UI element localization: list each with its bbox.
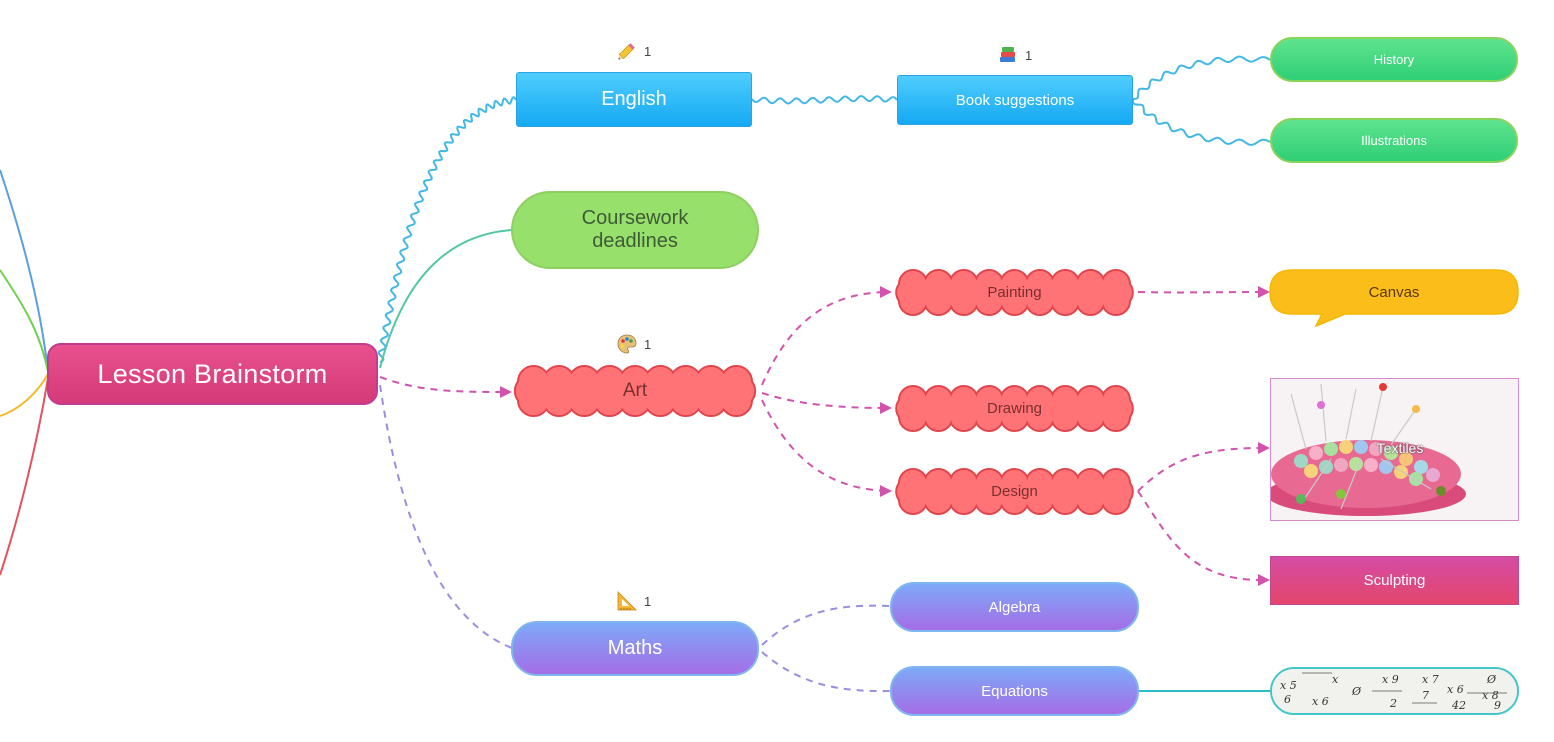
algebra-branch-line (761, 604, 891, 646)
drawing-arrowhead (880, 402, 892, 414)
coursework-deadlines-label: Coursework deadlines (581, 207, 689, 252)
design-label: Design (991, 483, 1038, 500)
drawing-label: Drawing (986, 400, 1043, 417)
svg-text:x 7: x 7 (1422, 673, 1439, 686)
equations-label: Equations (981, 682, 1048, 700)
palette-icon (616, 333, 638, 355)
book-suggestions-topic[interactable]: Book suggestions (897, 75, 1133, 125)
maths-topic[interactable]: Maths (511, 621, 759, 676)
offscreen-branch-blue (0, 169, 49, 373)
painting-branch-line (761, 291, 891, 386)
coursework-deadlines-topic[interactable]: Coursework deadlines (511, 191, 759, 269)
books-icon (997, 44, 1019, 66)
book-suggestions-badge: 1 (997, 44, 1032, 66)
coursework-branch-line (379, 229, 513, 369)
textiles-label: Textiles (1376, 440, 1424, 456)
art-badge-count: 1 (644, 336, 652, 352)
painting-topic[interactable]: Painting (899, 270, 1130, 315)
sculpting-arrowhead (1258, 574, 1270, 586)
svg-text:7: 7 (1422, 689, 1429, 702)
svg-text:6: 6 (1284, 693, 1291, 706)
design-arrowhead (880, 485, 892, 497)
art-cloud-shape (513, 365, 757, 417)
equations-topic[interactable]: Equations (890, 666, 1139, 716)
textiles-topic[interactable] (1270, 378, 1519, 521)
design-branch-line (761, 399, 891, 492)
svg-text:Ø: Ø (1351, 685, 1362, 698)
english-branch-line (377, 95, 517, 363)
art-topic[interactable]: Art (518, 366, 752, 416)
pin-cushion-image (1271, 379, 1518, 520)
textiles-arrowhead (1258, 442, 1270, 454)
sculpting-topic[interactable]: Sculpting (1270, 556, 1519, 605)
sculpting-label: Sculpting (1363, 572, 1426, 589)
set-square-icon (616, 590, 638, 612)
history-topic[interactable]: History (1270, 37, 1518, 82)
svg-text:x 6: x 6 (1312, 695, 1329, 708)
english-topic[interactable]: English (516, 72, 752, 127)
book-suggestions-label: Book suggestions (955, 91, 1075, 109)
equations-branch-line (761, 651, 891, 693)
svg-text:x: x (1332, 673, 1339, 686)
english-topic-label: English (601, 88, 667, 110)
offscreen-branch-yellow (0, 373, 49, 417)
history-branch-line (1133, 55, 1271, 100)
svg-text:9: 9 (1494, 699, 1501, 712)
book-suggestions-badge-count: 1 (1025, 47, 1033, 63)
maths-branch-line (379, 384, 513, 649)
canvas-topic[interactable]: Canvas (1270, 270, 1518, 315)
sculpting-branch-line (1137, 490, 1263, 581)
english-badge-count: 1 (644, 43, 652, 59)
maths-badge-count: 1 (644, 593, 652, 609)
art-branch-line (379, 376, 509, 393)
central-topic[interactable]: Lesson Brainstorm (47, 343, 378, 405)
offscreen-branch-red (0, 377, 49, 576)
history-label: History (1373, 52, 1415, 67)
svg-text:Ø: Ø (1486, 673, 1497, 686)
painting-label: Painting (987, 284, 1042, 301)
canvas-bubble-shape (1269, 269, 1519, 328)
svg-text:42: 42 (1451, 699, 1466, 712)
svg-text:2: 2 (1389, 697, 1397, 710)
english-badge: 1 (616, 40, 651, 62)
drawing-topic[interactable]: Drawing (899, 386, 1130, 431)
art-badge: 1 (616, 333, 651, 355)
drawing-branch-line (761, 392, 891, 409)
painting-cloud-shape (895, 269, 1134, 316)
textiles-branch-line (1137, 447, 1263, 492)
art-topic-label: Art (622, 380, 648, 401)
central-topic-label: Lesson Brainstorm (97, 358, 328, 389)
pencil-icon (616, 40, 638, 62)
svg-text:x 5: x 5 (1280, 679, 1297, 692)
svg-text:x 8: x 8 (1482, 689, 1499, 702)
illustrations-branch-line (1131, 98, 1271, 146)
design-cloud-shape (895, 468, 1134, 515)
drawing-cloud-shape (895, 385, 1134, 432)
algebra-label: Algebra (988, 598, 1041, 616)
algebra-topic[interactable]: Algebra (890, 582, 1139, 632)
maths-topic-label: Maths (607, 637, 663, 659)
svg-text:x 9: x 9 (1382, 673, 1399, 686)
svg-text:x 6: x 6 (1447, 683, 1464, 696)
books-branch-line (751, 95, 898, 105)
art-arrowhead (500, 386, 512, 398)
canvas-arrowhead (1258, 286, 1270, 298)
offscreen-branch-green (0, 269, 49, 373)
illustrations-label: Illustrations (1361, 133, 1427, 148)
maths-badge: 1 (616, 590, 651, 612)
painting-arrowhead (880, 286, 892, 298)
design-topic[interactable]: Design (899, 469, 1130, 514)
canvas-label: Canvas (1368, 284, 1420, 301)
illustrations-topic[interactable]: Illustrations (1270, 118, 1518, 163)
